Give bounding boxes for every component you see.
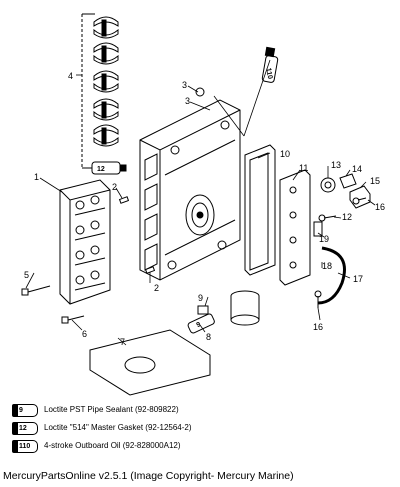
dowel-2b — [144, 266, 156, 274]
callout-17: 17 — [353, 274, 363, 284]
bolt-5 — [21, 285, 51, 296]
sealant-legend: 9 Loctite PST Pipe Sealant (92-809822) 1… — [12, 403, 232, 457]
bearing-pair-5 — [93, 124, 119, 147]
pst-tube-code: 9 — [196, 321, 203, 329]
callout-11: 11 — [299, 163, 308, 173]
legend-row-gasket: 12 Loctite "514" Master Gasket (92-12564… — [12, 421, 232, 435]
legend-row-oil: 110 4-stroke Outboard Oil (92-828000A12) — [12, 439, 232, 453]
callout-2a: 2 — [112, 182, 117, 192]
bearing-pair-2 — [93, 42, 119, 65]
tube-icon: 9 — [12, 404, 38, 417]
exhaust-cover — [279, 169, 311, 286]
pst-tube-9 — [187, 313, 215, 334]
legend-text: Loctite "514" Master Gasket (92-12564-2) — [44, 423, 192, 432]
screw-16a — [352, 197, 367, 205]
legend-code: 110 — [19, 443, 31, 450]
callout-18: 18 — [322, 261, 332, 271]
callout-4: 4 — [68, 71, 73, 81]
callout-15: 15 — [370, 176, 380, 186]
callout-9: 9 — [198, 293, 203, 303]
tube-icon: 12 — [12, 422, 38, 435]
water-hose — [317, 246, 346, 305]
callout-3a: 3 — [182, 80, 187, 90]
callout-19: 19 — [319, 234, 329, 244]
thermostat-cover — [349, 185, 371, 209]
bearing-pair-1 — [93, 16, 119, 39]
thermostat — [320, 177, 336, 193]
legend-text: 4-stroke Outboard Oil (92-828000A12) — [44, 441, 181, 450]
callout-10: 10 — [280, 149, 290, 159]
thermostat-gasket — [339, 173, 357, 189]
callout-16b: 16 — [313, 322, 323, 332]
legend-text: Loctite PST Pipe Sealant (92-809822) — [44, 405, 179, 414]
legend-row-pst: 9 Loctite PST Pipe Sealant (92-809822) — [12, 403, 232, 417]
legend-code: 12 — [19, 425, 27, 432]
oil-filter — [230, 290, 260, 326]
fitting-19 — [313, 221, 323, 237]
callout-8: 8 — [206, 332, 211, 342]
plug-3 — [195, 87, 205, 97]
bolt-6 — [61, 315, 85, 324]
callout-13: 13 — [331, 160, 341, 170]
callout-3b: 3 — [185, 96, 190, 106]
exhaust-gasket — [244, 144, 276, 276]
callout-12: 12 — [342, 212, 352, 222]
callout-7: 7 — [120, 337, 125, 347]
dowel-2a — [118, 196, 130, 204]
fitting-9 — [197, 305, 209, 315]
callout-2b: 2 — [154, 283, 159, 293]
bearing-pair-4 — [93, 98, 119, 121]
tube-icon: 110 — [12, 440, 38, 453]
callout-6: 6 — [82, 329, 87, 339]
oil-tube-110 — [261, 46, 279, 83]
cylinder-block — [139, 99, 241, 281]
bearing-pair-3 — [93, 70, 119, 93]
callout-16a: 16 — [375, 202, 385, 212]
callout-5: 5 — [24, 270, 29, 280]
main-bearings — [81, 13, 119, 169]
callout-14: 14 — [352, 164, 362, 174]
sealant-tube-12 — [91, 161, 127, 175]
base-gasket — [89, 329, 211, 396]
legend-code: 9 — [19, 407, 23, 414]
screw-16b — [314, 290, 322, 308]
callout-1: 1 — [34, 172, 39, 182]
oil-tube-code: 110 — [264, 67, 273, 79]
leader-lines — [25, 59, 376, 346]
copyright-footer: MercuryPartsOnline v2.5.1 (Image Copyrig… — [3, 470, 294, 482]
sealant-tube-code: 12 — [97, 166, 105, 173]
crankcase-cover — [59, 179, 111, 305]
screw-12 — [318, 214, 337, 222]
